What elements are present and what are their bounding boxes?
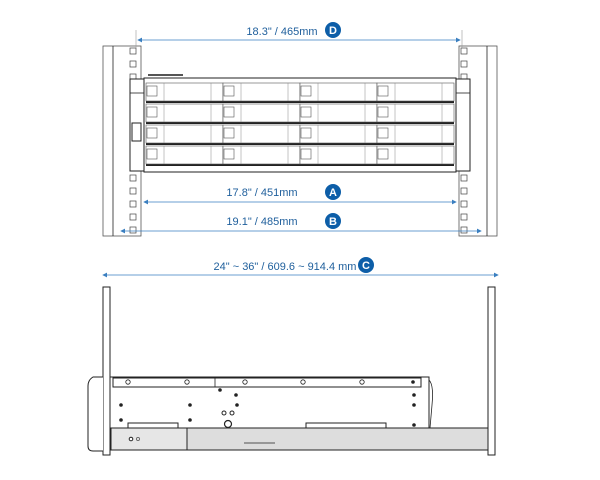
drive-tray bbox=[145, 82, 224, 102]
drive-tray bbox=[145, 103, 224, 123]
rack-post-rear bbox=[487, 286, 496, 456]
badge-c-label: C bbox=[362, 260, 370, 272]
dimension-label-c: 24" ~ 36" / 609.6 ~ 914.4 mm bbox=[214, 261, 357, 273]
screw bbox=[229, 410, 235, 416]
rack-hole bbox=[460, 226, 468, 234]
screw bbox=[412, 393, 416, 397]
rack-hole bbox=[129, 47, 137, 55]
screw bbox=[234, 393, 238, 397]
dimension-d: 18.3" / 465mm D bbox=[135, 22, 463, 48]
rack-hole bbox=[460, 174, 468, 182]
front-handle bbox=[87, 376, 103, 452]
badge-d-label: D bbox=[329, 25, 337, 37]
dimension-c: 24" ~ 36" / 609.6 ~ 914.4 mm C bbox=[102, 257, 499, 278]
front-view bbox=[102, 45, 498, 237]
screw bbox=[119, 403, 123, 407]
screw bbox=[411, 380, 415, 384]
badge-d-icon bbox=[325, 22, 341, 38]
screw bbox=[359, 379, 365, 385]
rack-hole bbox=[129, 213, 137, 221]
rack-post-front bbox=[102, 286, 111, 456]
screw bbox=[235, 403, 239, 407]
screw bbox=[119, 418, 123, 422]
rack-hole bbox=[460, 213, 468, 221]
rack-hole bbox=[129, 60, 137, 68]
drive-tray bbox=[376, 145, 455, 165]
drive-tray bbox=[299, 82, 378, 102]
drive-tray bbox=[299, 145, 378, 165]
right-ear bbox=[455, 78, 471, 172]
drive-tray bbox=[299, 124, 378, 144]
dimension-label-b: 19.1" / 485mm bbox=[226, 216, 297, 228]
drive-tray bbox=[222, 103, 301, 123]
rack-hole bbox=[460, 200, 468, 208]
screw bbox=[136, 437, 140, 441]
inner-rail bbox=[110, 427, 188, 451]
screw bbox=[300, 379, 306, 385]
rack-hole bbox=[129, 174, 137, 182]
rack-hole bbox=[129, 226, 137, 234]
screw bbox=[242, 379, 248, 385]
rack-hole bbox=[129, 200, 137, 208]
drive-tray bbox=[376, 124, 455, 144]
badge-b-icon bbox=[325, 213, 341, 229]
screw bbox=[412, 403, 416, 407]
screw bbox=[218, 388, 222, 392]
chassis-screws bbox=[119, 379, 416, 442]
badge-a-icon bbox=[325, 184, 341, 200]
drive-tray bbox=[222, 124, 301, 144]
badge-b-label: B bbox=[329, 216, 337, 228]
rack-hole bbox=[460, 187, 468, 195]
screw bbox=[125, 379, 131, 385]
screw bbox=[188, 418, 192, 422]
screw bbox=[223, 419, 233, 429]
drive-tray bbox=[222, 145, 301, 165]
nas-chassis-front bbox=[129, 74, 471, 173]
side-view bbox=[87, 286, 496, 456]
rack-hole bbox=[460, 60, 468, 68]
badge-c-icon bbox=[358, 257, 374, 273]
drive-tray bbox=[145, 145, 224, 165]
drive-tray bbox=[299, 103, 378, 123]
dimension-a: 17.8" / 451mm A bbox=[143, 184, 457, 205]
screw bbox=[412, 423, 416, 427]
drive-tray bbox=[376, 103, 455, 123]
dimension-label-d: 18.3" / 465mm bbox=[246, 26, 317, 38]
rack-hole bbox=[129, 187, 137, 195]
drive-tray bbox=[145, 124, 224, 144]
rack-hole bbox=[460, 47, 468, 55]
drive-tray bbox=[376, 82, 455, 102]
dimension-b: 19.1" / 485mm B bbox=[120, 213, 482, 234]
screw bbox=[128, 436, 134, 442]
dimension-label-a: 17.8" / 451mm bbox=[226, 187, 297, 199]
screw bbox=[184, 379, 190, 385]
drive-bays bbox=[145, 82, 455, 166]
drive-tray bbox=[222, 82, 301, 102]
badge-a-label: A bbox=[329, 187, 337, 199]
screw bbox=[188, 403, 192, 407]
screw bbox=[221, 410, 227, 416]
